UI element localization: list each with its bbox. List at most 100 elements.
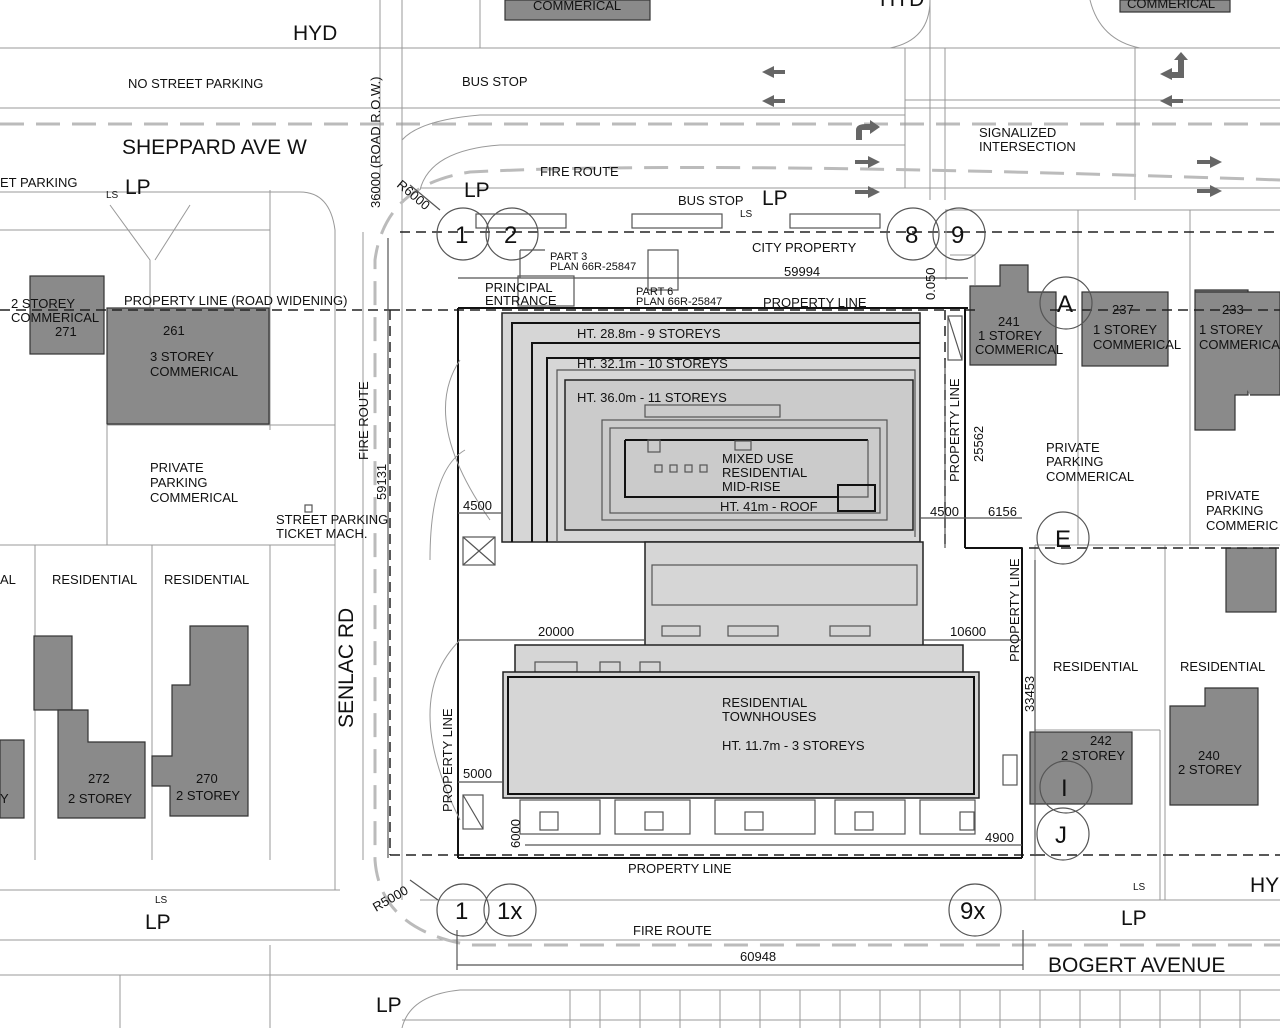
- residential-r1: RESIDENTIAL: [1053, 659, 1138, 674]
- traffic-arrows: [762, 52, 1222, 198]
- b242-type: 2 STOREY: [1061, 748, 1125, 763]
- proposal-labels: HT. 28.8m - 9 STOREYS HT. 32.1m - 10 STO…: [577, 326, 865, 753]
- dim-5000: 5000: [463, 766, 492, 781]
- b261-use: COMMERICAL: [150, 364, 238, 379]
- ticket-machine: TICKET MACH.: [276, 526, 368, 541]
- townhouse-height: HT. 11.7m - 3 STOREYS: [722, 738, 865, 753]
- light-pole: LP: [376, 994, 402, 1017]
- light-standard: LS: [1133, 882, 1146, 893]
- arrow-right-icon: [855, 156, 880, 168]
- arrow-left-icon: [1160, 95, 1183, 107]
- grid-1x: 1x: [497, 898, 522, 925]
- senlac-row: 36000 (ROAD R.O.W.): [368, 77, 383, 208]
- hyd-label: HYD: [293, 22, 337, 45]
- no-street-parking: NO STREET PARKING: [128, 76, 263, 91]
- radius-6000: R6000: [394, 177, 433, 213]
- arrow-turn-icon: [856, 120, 880, 140]
- mixed-midrise: MID-RISE: [722, 479, 781, 494]
- b237-num: 237: [1112, 302, 1134, 317]
- street-parking: STREET PARKING: [276, 512, 388, 527]
- dim-6156: 6156: [988, 504, 1017, 519]
- hyd-label-right: HYD: [1250, 874, 1280, 897]
- b261-type: 3 STOREY: [150, 349, 214, 364]
- dim-59131: 59131: [374, 464, 389, 500]
- commercial-top-left: COMMERICAL: [533, 0, 621, 13]
- arrow-right-icon: [1197, 185, 1222, 197]
- light-standard: LS: [106, 190, 119, 201]
- grid-i: I: [1061, 775, 1068, 802]
- property-line-widening: PROPERTY LINE (ROAD WIDENING): [124, 293, 347, 308]
- parking1: PARKING: [150, 475, 208, 490]
- midrise-building: [501, 312, 921, 543]
- arrow-right-icon: [1197, 156, 1222, 168]
- hyd-label-top: HYD: [880, 0, 924, 11]
- b242-num: 242: [1090, 733, 1112, 748]
- b233-type: 1 STOREY: [1199, 322, 1263, 337]
- part6: PART 6: [636, 286, 673, 298]
- dim-10600: 10600: [950, 624, 986, 639]
- dim-4900: 4900: [985, 830, 1014, 845]
- grid-1-bottom: 1: [455, 898, 468, 925]
- parking3: PARKING: [1206, 503, 1264, 518]
- dim-6000: 6000: [508, 819, 523, 848]
- part3: PART 3: [550, 251, 587, 263]
- residential-l0: AL: [0, 572, 16, 587]
- arrow-left-icon: [762, 66, 785, 78]
- townhouse-building: [502, 671, 980, 846]
- b271-type: 2 STOREY: [11, 296, 75, 311]
- commercial2: COMMERICAL: [1046, 469, 1134, 484]
- principal: PRINCIPAL: [485, 280, 553, 295]
- building-labels: 2 STOREY COMMERICAL 271 261 3 STOREY COM…: [0, 296, 1280, 806]
- grid-9: 9: [951, 222, 964, 249]
- dim-60948: 60948: [740, 949, 776, 964]
- radius-5000: R5000: [370, 882, 411, 914]
- b241-use: COMMERICAL: [975, 342, 1063, 357]
- grid-9x: 9x: [960, 898, 985, 925]
- commercial3: COMMERIC: [1206, 518, 1278, 533]
- b-far-left-type: Y: [0, 791, 9, 806]
- bus-stop-top: BUS STOP: [462, 74, 528, 89]
- b270-num: 270: [196, 771, 218, 786]
- b237-use: COMMERICAL: [1093, 337, 1181, 352]
- b240-type: 2 STOREY: [1178, 762, 1242, 777]
- mixed-residential: RESIDENTIAL: [722, 465, 807, 480]
- grid-bubbles: [436, 207, 1093, 937]
- city-property: CITY PROPERTY: [752, 240, 857, 255]
- commercial-top-right: COMMERICAL: [1127, 0, 1215, 11]
- dim-0050: 0.050: [923, 267, 938, 300]
- arrow-turn-icon: [1160, 52, 1188, 80]
- street-senlac: SENLAC RD: [335, 608, 358, 728]
- street-sheppard: SHEPPARD AVE W: [122, 136, 307, 159]
- grid-1-top: 1: [455, 222, 468, 249]
- b237-type: 1 STOREY: [1093, 322, 1157, 337]
- private2: PRIVATE: [1046, 440, 1100, 455]
- property-line-right2: PROPERTY LINE: [1007, 558, 1022, 662]
- roof-height: HT. 41m - ROOF: [720, 499, 818, 514]
- residential-r2: RESIDENTIAL: [1180, 659, 1265, 674]
- parking2: PARKING: [1046, 454, 1104, 469]
- property-line-top: PROPERTY LINE: [763, 295, 867, 310]
- intersection: INTERSECTION: [979, 139, 1076, 154]
- b241-type: 1 STOREY: [978, 328, 1042, 343]
- street-parking-left: ET PARKING: [0, 175, 78, 190]
- ht-11-storeys: HT. 36.0m - 11 STOREYS: [577, 390, 727, 405]
- fire-route-left: FIRE ROUTE: [356, 381, 371, 460]
- light-pole: LP: [464, 179, 490, 202]
- b271-num: 271: [55, 324, 77, 339]
- grid-a: A: [1057, 291, 1073, 318]
- light-pole: LP: [145, 911, 171, 934]
- fire-route-bottom: FIRE ROUTE: [633, 923, 712, 938]
- property-line-left: PROPERTY LINE: [440, 708, 455, 812]
- light-pole: LP: [762, 187, 788, 210]
- property-line-right1: PROPERTY LINE: [947, 378, 962, 482]
- b261-num: 261: [163, 323, 185, 338]
- grid-j: J: [1055, 822, 1067, 849]
- grid-8: 8: [905, 222, 918, 249]
- misc-labels: HYD HYD HYD COMMERICAL COMMERICAL NO STR…: [0, 0, 1280, 938]
- b270-type: 2 STOREY: [176, 788, 240, 803]
- dim-20000: 20000: [538, 624, 574, 639]
- b271-use: COMMERICAL: [11, 310, 99, 325]
- light-pole: LP: [125, 176, 151, 199]
- b233-num: 233: [1222, 302, 1244, 317]
- b272-type: 2 STOREY: [68, 791, 132, 806]
